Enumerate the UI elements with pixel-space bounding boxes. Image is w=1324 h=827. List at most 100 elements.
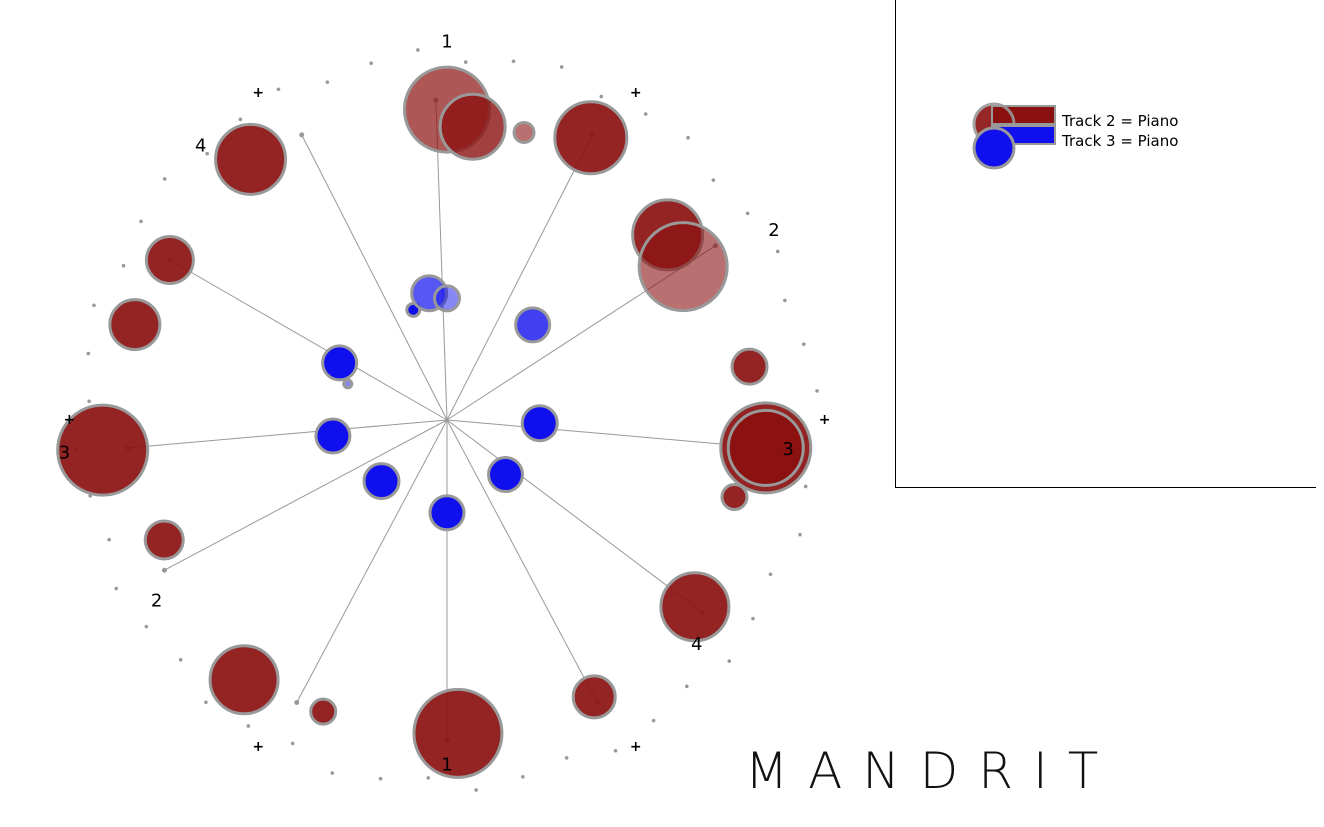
track2-note bbox=[208, 644, 280, 716]
subdivision-dot bbox=[685, 684, 689, 689]
beat-label: 2 bbox=[151, 590, 162, 611]
track3-note bbox=[433, 284, 461, 313]
subdivision-dot bbox=[686, 135, 690, 140]
subdivision-dot bbox=[114, 586, 119, 591]
spoke-line bbox=[446, 419, 598, 703]
subdivision-dot bbox=[463, 60, 468, 64]
subdivision-markers: ++++++ bbox=[64, 85, 831, 755]
subdivision-dots bbox=[75, 48, 819, 792]
track2-note bbox=[571, 674, 617, 720]
spoke-line bbox=[128, 419, 448, 449]
spoke-line bbox=[435, 100, 448, 421]
track2-note bbox=[553, 100, 629, 176]
spokes bbox=[125, 97, 769, 743]
track2-note bbox=[56, 403, 150, 497]
track3-note bbox=[314, 417, 352, 455]
subdivision-dot bbox=[204, 700, 208, 705]
subdivision-dot bbox=[783, 298, 787, 303]
subdivision-dot bbox=[651, 718, 656, 723]
subdivision-dot bbox=[815, 389, 819, 393]
spoke-end-dot bbox=[299, 132, 305, 138]
beat-label: 4 bbox=[195, 136, 206, 157]
track2-note bbox=[512, 121, 536, 145]
subdivision-dot bbox=[86, 351, 91, 356]
subdivision-dot bbox=[511, 59, 516, 64]
subdivision-marker: + bbox=[252, 85, 264, 101]
legend-label-track2: Track 2 = Piano bbox=[1062, 112, 1179, 130]
legend-label-track3: Track 3 = Piano bbox=[1062, 132, 1179, 150]
spoke-line bbox=[446, 134, 593, 421]
legend-circle-track3 bbox=[972, 126, 1016, 170]
chart-title: MANDRIT bbox=[745, 742, 1119, 800]
subdivision-dot bbox=[803, 484, 808, 489]
spoke-line bbox=[446, 419, 703, 613]
subdivision-dot bbox=[330, 771, 335, 775]
subdivision-dot bbox=[107, 537, 111, 542]
beat-label: 1 bbox=[441, 31, 452, 52]
subdivision-marker: + bbox=[630, 85, 642, 101]
beat-label: 4 bbox=[691, 634, 702, 655]
beat-label: 2 bbox=[768, 220, 779, 241]
beat-label: 1 bbox=[441, 755, 452, 776]
legend-panel bbox=[895, 0, 1316, 488]
subdivision-dot bbox=[564, 756, 569, 760]
track2-note bbox=[730, 347, 769, 386]
subdivision-marker: + bbox=[819, 412, 831, 428]
track3-note bbox=[342, 378, 354, 390]
track2-note bbox=[412, 687, 504, 779]
spoke-line bbox=[164, 419, 448, 571]
subdivision-dot bbox=[416, 48, 420, 52]
subdivision-dot bbox=[178, 658, 183, 662]
legend-swatches bbox=[972, 102, 1056, 170]
subdivision-dot bbox=[521, 775, 525, 779]
subdivision-dot bbox=[238, 117, 243, 122]
track3-note bbox=[514, 306, 552, 344]
subdivision-dot bbox=[276, 87, 281, 92]
subdivision-dot bbox=[474, 788, 478, 792]
track2-note bbox=[659, 571, 731, 643]
track2-note bbox=[726, 408, 805, 487]
track2-notes bbox=[56, 65, 813, 779]
subdivision-dot bbox=[745, 211, 750, 216]
track3-notes bbox=[314, 274, 559, 532]
subdivision-dot bbox=[751, 616, 755, 621]
subdivision-dot bbox=[144, 624, 149, 629]
track3-note bbox=[487, 456, 525, 494]
beat-label: 3 bbox=[782, 439, 793, 460]
track2-note bbox=[309, 697, 338, 726]
spoke-line bbox=[446, 419, 766, 449]
track2-note bbox=[108, 298, 162, 352]
subdivision-dot bbox=[559, 65, 564, 69]
spoke-line bbox=[296, 419, 448, 703]
spoke-end-dot bbox=[161, 567, 167, 573]
track2-note bbox=[143, 519, 185, 561]
subdivision-dot bbox=[325, 80, 330, 84]
spoke-line bbox=[169, 259, 448, 421]
subdivision-dot bbox=[613, 748, 618, 753]
subdivision-dot bbox=[768, 572, 773, 577]
subdivision-dot bbox=[162, 177, 167, 181]
subdivision-dot bbox=[643, 112, 648, 116]
subdivision-dot bbox=[92, 303, 96, 308]
track2-note bbox=[438, 92, 507, 161]
track2-note bbox=[720, 483, 749, 512]
subdivision-dot bbox=[426, 776, 431, 780]
subdivision-dot bbox=[121, 263, 126, 268]
spoke-end-dot bbox=[294, 700, 300, 706]
subdivision-dot bbox=[290, 741, 295, 746]
subdivision-dot bbox=[246, 724, 251, 728]
subdivision-dot bbox=[378, 776, 383, 781]
subdivision-dot bbox=[87, 399, 91, 404]
spoke-line bbox=[301, 134, 448, 421]
subdivision-dot bbox=[711, 178, 716, 182]
subdivision-dot bbox=[369, 61, 373, 65]
track3-note bbox=[520, 404, 559, 443]
subdivision-dot bbox=[205, 151, 209, 156]
subdivision-marker: + bbox=[630, 739, 642, 755]
track3-note bbox=[362, 462, 401, 501]
subdivision-marker: + bbox=[252, 739, 264, 755]
track2-note bbox=[637, 221, 729, 313]
subdivision-dot bbox=[727, 659, 732, 663]
